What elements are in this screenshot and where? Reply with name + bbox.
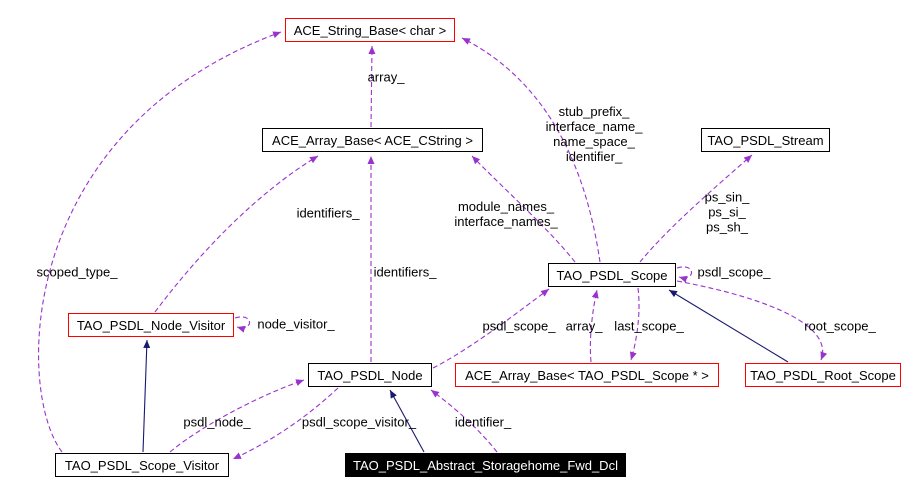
node-tao_psdl_root_scope[interactable]: TAO_PSDL_Root_Scope [745,363,901,387]
edge-tao_psdl_node_visitor-to-tao_psdl_node_visitor [234,316,251,333]
edge-tao_psdl_node_visitor-to-ace_array_base_cstring [154,155,319,313]
edge-tao_psdl_scope-to-ace_string_base [461,37,601,263]
node-tao_psdl_node_visitor[interactable]: TAO_PSDL_Node_Visitor [68,313,234,337]
node-tao_psdl_scope_visitor[interactable]: TAO_PSDL_Scope_Visitor [55,453,229,477]
edge-tao_psdl_node-to-tao_psdl_scope_visitor [232,387,339,460]
edge-tao_psdl_scope_visitor-to-ace_string_base [38,31,282,453]
node-tao_psdl_scope[interactable]: TAO_PSDL_Scope [548,263,676,287]
edge-tao_psdl_abstract_storagehome_fwd_dcl-to-tao_psdl_node [430,389,498,453]
edge-tao_psdl_scope_visitor-to-tao_psdl_node [169,379,305,453]
node-ace_array_base_scope[interactable]: ACE_Array_Base< TAO_PSDL_Scope * > [455,363,719,387]
node-ace_string_base[interactable]: ACE_String_Base< char > [285,18,455,42]
node-tao_psdl_abstract_storagehome_fwd_dcl[interactable]: TAO_PSDL_Abstract_Storagehome_Fwd_Dcl [345,453,626,477]
node-tao_psdl_node[interactable]: TAO_PSDL_Node [308,363,432,387]
node-tao_psdl_stream[interactable]: TAO_PSDL_Stream [701,128,830,152]
edge-ace_array_base_cstring-to-ace_string_base [368,45,376,128]
edge-tao_psdl_scope-to-tao_psdl_scope [676,266,693,283]
edge-tao_psdl_node-to-tao_psdl_scope [432,288,550,369]
edge-tao_psdl_root_scope-to-tao_psdl_scope [668,289,789,363]
edge-tao_psdl_scope-to-tao_psdl_stream [639,154,753,263]
edge-ace_array_base_scope-to-tao_psdl_scope [589,289,599,363]
edge-tao_psdl_scope-to-ace_array_base_scope [629,287,640,361]
node-ace_array_base_cstring[interactable]: ACE_Array_Base< ACE_CString > [262,128,483,152]
edge-tao_psdl_scope_visitor-to-tao_psdl_node_visitor [142,339,151,453]
edge-tao_psdl_scope-to-tao_psdl_root_scope [676,280,828,361]
edge-tao_psdl_abstract_storagehome_fwd_dcl-to-tao_psdl_node [389,389,425,453]
edge-tao_psdl_scope-to-ace_array_base_cstring [471,155,576,263]
